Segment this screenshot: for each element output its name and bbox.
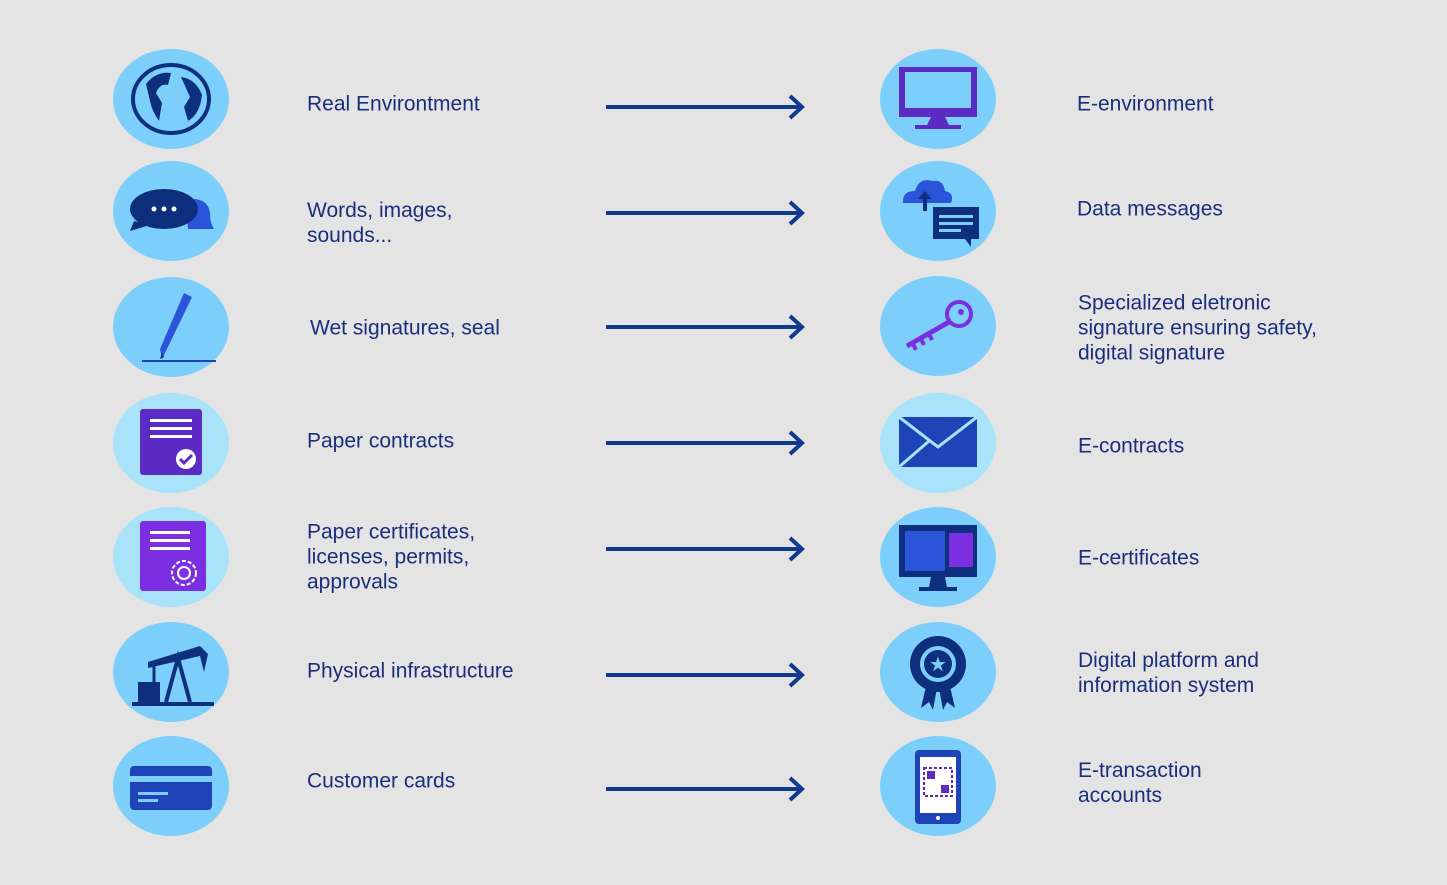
- arrow-icon: [606, 662, 805, 688]
- right-label: E-transaction accounts: [1078, 759, 1202, 807]
- globe-circle: [113, 49, 229, 149]
- pump-circle: [113, 622, 229, 722]
- chat-bubbles-icon: [130, 189, 214, 231]
- credit-card-icon: [130, 766, 212, 810]
- left-label: Paper certificates, licenses, permits, a…: [307, 520, 476, 594]
- left-label: Paper contracts: [307, 429, 455, 453]
- right-label: Specialized eletronic signature ensuring…: [1078, 291, 1317, 365]
- right-label: E-certificates: [1078, 546, 1200, 570]
- pen-signature-icon: [142, 293, 216, 362]
- left-label: Customer cards: [307, 769, 456, 793]
- arrow-icon: [606, 314, 805, 340]
- data-messages-circle: [880, 161, 996, 261]
- award-badge-icon: ★: [910, 636, 966, 710]
- right-label: E-environment: [1077, 92, 1214, 116]
- envelope-icon: [898, 415, 978, 469]
- globe-icon: [131, 63, 211, 135]
- arrow-icon: [606, 536, 805, 562]
- envelope-circle: [880, 393, 996, 493]
- left-label: Words, images, sounds...: [307, 199, 453, 247]
- monitor-circle: [880, 49, 996, 149]
- key-circle: [880, 276, 996, 376]
- cloud-upload-message-icon: [903, 180, 979, 247]
- arrow-icon: [606, 776, 805, 802]
- chat-circle: [113, 161, 229, 261]
- left-label: Real Environtment: [307, 92, 480, 116]
- right-label: Data messages: [1077, 197, 1223, 221]
- contract-document-icon: [140, 409, 202, 475]
- certificate-icon: [140, 521, 206, 591]
- card-circle: [113, 736, 229, 836]
- key-icon: [905, 300, 973, 351]
- left-label: Physical infrastructure: [307, 659, 514, 683]
- tablet-circle: [880, 736, 996, 836]
- right-label: E-contracts: [1078, 434, 1185, 458]
- computer-certificate-icon: [899, 525, 977, 591]
- monitor-icon: [899, 67, 977, 129]
- e-certificate-circle: [880, 507, 996, 607]
- arrow-icon: [606, 430, 805, 456]
- contract-circle: [113, 393, 229, 493]
- right-label: Digital platform and information system: [1078, 649, 1259, 697]
- arrow-icon: [606, 94, 805, 120]
- left-label: Wet signatures, seal: [310, 316, 500, 340]
- oil-pump-icon: [132, 646, 214, 706]
- svg-text:★: ★: [929, 652, 947, 676]
- arrow-icon: [606, 200, 805, 226]
- certificate-circle: [113, 507, 229, 607]
- pen-circle: [113, 277, 229, 377]
- tablet-qr-icon: [915, 750, 961, 824]
- badge-circle: ★: [880, 622, 996, 722]
